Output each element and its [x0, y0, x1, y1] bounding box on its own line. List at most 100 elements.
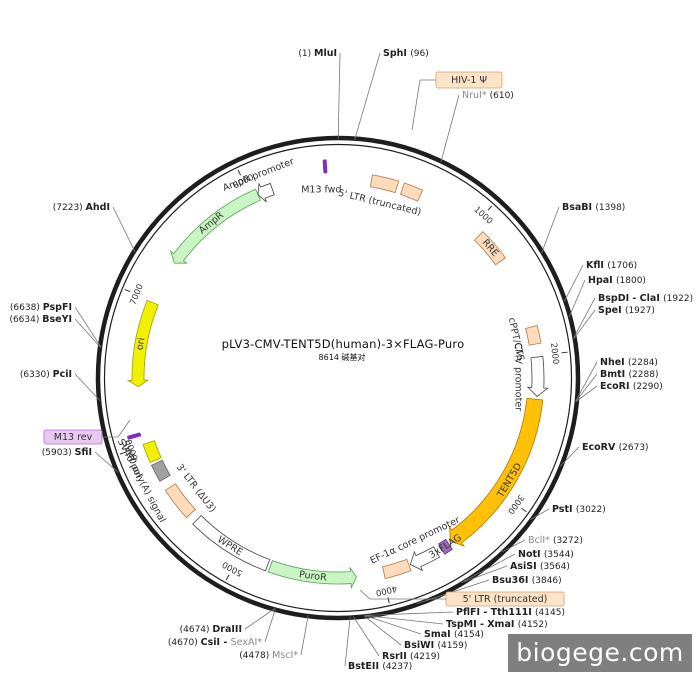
site-label-pspfi: (6638) PspFI	[10, 302, 72, 313]
feature-ampr-promoter	[257, 182, 275, 203]
site-label-bsiwi: BsiWI (4159)	[404, 640, 467, 651]
tick-mark-6000	[119, 451, 126, 455]
site-smai: SmaI (4154)	[364, 615, 484, 640]
site-leader-nrui	[440, 94, 460, 163]
feature-cppt-cts	[525, 324, 542, 346]
feature-ampr	[169, 188, 261, 264]
site-label-csii-sexai: (4670) CsiI - SexAI*	[168, 637, 262, 648]
site-leader-ahdi	[112, 206, 136, 252]
site-bseyi: (6634) BseYI	[9, 314, 102, 349]
site-label-ahdi: (7223) AhdI	[53, 202, 110, 213]
primer-label-m13-fwd: M13 fwd	[301, 184, 341, 195]
site-leader-bcli	[501, 539, 526, 553]
site-hpai: HpaI (1800)	[568, 275, 646, 318]
site-label-bmti: BmtI (2288)	[600, 369, 658, 380]
site-label-pflfi-tth111i: PflFI - Tth111I (4145)	[456, 607, 565, 618]
site-label-bspdi-clai: BspDI - ClaI (1922)	[598, 293, 693, 304]
boxed-label-5-ltr-truncated: 5' LTR (truncated)	[445, 591, 565, 607]
site-leader-psti	[530, 508, 550, 520]
site-ecorv: EcoRV (2673)	[559, 442, 649, 467]
site-csii-sexai: (4670) CsiI - SexAI*	[168, 608, 276, 648]
site-leader-sfii	[94, 451, 119, 473]
backbone	[95, 135, 581, 621]
plasmid-size: 8614 碱基对	[319, 352, 366, 362]
boxed-label-text: HIV-1 Ψ	[451, 75, 487, 86]
site-leader-nhei	[575, 361, 598, 401]
site-leader-hpai	[568, 279, 586, 318]
site-bspdi-clai: BspDI - ClaI (1922)	[573, 293, 693, 339]
site-noti: NotI (3544)	[464, 549, 574, 582]
feature-5-ltr-truncated-b	[381, 558, 412, 579]
tick-label-7000: 7000	[128, 283, 146, 307]
site-label-nhei: NheI (2284)	[600, 357, 658, 368]
feature-rre	[473, 231, 506, 266]
tick-mark-8000	[237, 169, 242, 176]
tick-mark-3000	[521, 507, 527, 513]
site-ahdi: (7223) AhdI	[53, 202, 136, 252]
tick-label-5000: 5000	[221, 559, 245, 578]
site-leader-bsabi	[541, 206, 560, 254]
tick-label-3000: 3000	[505, 492, 526, 515]
site-label-noti: NotI (3544)	[518, 549, 574, 560]
watermark: biogege.com	[508, 634, 692, 672]
site-tspmi-xmai: TspMI - XmaI (4152)	[364, 615, 548, 630]
site-label-hpai: HpaI (1800)	[588, 275, 646, 286]
feature-label-ori: ori	[134, 337, 147, 351]
site-bsabi: BsaBI (1398)	[541, 202, 625, 254]
site-bsiwi: BsiWI (4159)	[363, 615, 467, 651]
tick-mark-1000	[487, 205, 493, 211]
feature-wpre	[192, 514, 271, 572]
site-leader-spei	[573, 309, 596, 339]
tick-mark-2000	[561, 351, 568, 354]
boxed-label-m13-rev: M13 rev	[43, 429, 103, 445]
site-label-sfii: (5903) SfiI	[42, 447, 92, 458]
site-leader-pcii	[74, 373, 101, 401]
restriction-sites: (1) MluI SphI (96) NruI* (610) BsaBI (1398)…	[9, 48, 693, 672]
feature-hiv-1	[400, 182, 424, 202]
site-leader-bsiwi	[363, 615, 402, 646]
site-label-bsabi: BsaBI (1398)	[562, 202, 625, 213]
site-leader-ecorv	[559, 446, 580, 467]
site-label-sphi: SphI (96)	[383, 48, 429, 59]
site-label-msci: (4478) MscI*	[239, 650, 298, 661]
site-label-nrui: NruI* (610)	[462, 90, 514, 101]
boxed-label-text: 5' LTR (truncated)	[463, 594, 548, 605]
site-label-kfli: KflI (1706)	[586, 260, 637, 271]
site-label-rsrii: RsrII (4219)	[382, 651, 440, 662]
site-leader-tspmi-xmai	[364, 615, 444, 625]
site-leader-pflfi-tth111i	[366, 611, 454, 616]
site-label-asisi: AsiSI (3564)	[510, 561, 570, 572]
site-label-bsteii: BstEII (4237)	[348, 661, 412, 672]
tick-mark-4000	[387, 597, 390, 604]
feature-ori	[126, 299, 159, 388]
site-leader-kfli	[564, 264, 584, 302]
site-label-draiii: (4674) DraIII	[180, 624, 242, 635]
site-label-bsu36i: Bsu36I (3846)	[492, 575, 562, 586]
site-leader-bseyi	[74, 318, 102, 349]
feature-3xflag	[438, 538, 453, 555]
site-pspfi: (6638) PspFI	[10, 302, 102, 348]
site-leader-bsteii	[344, 616, 351, 667]
site-label-spei: SpeI (1927)	[598, 305, 655, 316]
site-mlui: (1) MluI	[298, 48, 341, 140]
feature-5-ltr-truncated	[369, 174, 400, 194]
site-ecori: EcoRI (2290)	[575, 381, 663, 403]
site-label-ecori: EcoRI (2290)	[600, 381, 663, 392]
primer-m13-fwd-marker	[322, 159, 328, 174]
site-label-smai: SmaI (4154)	[424, 629, 484, 640]
primer-m13-rev-marker	[127, 432, 142, 440]
site-bcli: BclI* (3272)	[501, 535, 583, 553]
site-leader-rsrii	[352, 616, 380, 657]
site-leader-mlui	[337, 52, 341, 140]
site-nrui: NruI* (610)	[440, 90, 514, 163]
boxed-label-hiv-1: HIV-1 Ψ	[435, 71, 503, 89]
site-spei: SpeI (1927)	[573, 305, 655, 339]
feature-puror	[267, 560, 357, 590]
site-leader-bmti	[575, 373, 598, 402]
site-pcii: (6330) PciI	[20, 369, 101, 401]
feature-label-cmv-promoter: CMV promoter	[512, 343, 523, 412]
feature-3-ltr-u3	[164, 483, 196, 519]
site-leader-sphi	[354, 52, 381, 140]
